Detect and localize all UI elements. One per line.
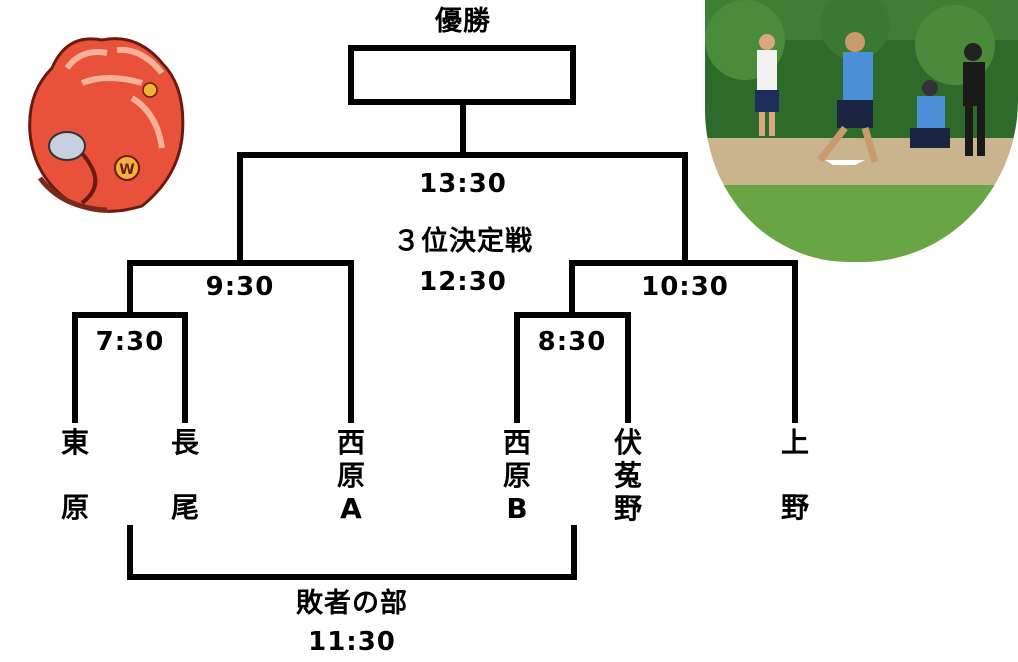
qf-right-bracket [514, 312, 631, 423]
third-place-time: 12:30 [419, 267, 507, 297]
semi-right-time: 10:30 [641, 272, 729, 302]
player-left [755, 34, 779, 136]
team-char: 上 [780, 426, 809, 459]
team-char: 西 [502, 426, 531, 459]
semi-right-bracket [569, 260, 798, 423]
svg-text:W: W [119, 162, 134, 178]
team-nagao: 長 尾 [165, 426, 205, 524]
team-char: 西 [336, 426, 365, 459]
semi-left-time: 9:30 [205, 272, 275, 302]
team-char: 長 [170, 426, 199, 459]
third-place-label: ３位決定戦 [393, 226, 533, 257]
champion-box [348, 45, 576, 105]
team-char: 原 [502, 459, 531, 492]
team-char: 尾 [170, 491, 199, 524]
glove-image: W [28, 37, 185, 213]
team-nishihara-b: 西 原 B [497, 426, 537, 525]
champion-label: 優勝 [435, 6, 491, 37]
team-char: 原 [60, 491, 89, 524]
team-ueno: 上 野 [775, 426, 815, 524]
final-time: 13:30 [419, 169, 507, 199]
team-char: 菟 [613, 459, 642, 492]
team-fushino: 伏 菟 野 [608, 426, 648, 525]
qf-left-time: 7:30 [95, 327, 165, 357]
final-bracket [237, 99, 688, 266]
team-nishihara-a: 西 原 A [331, 426, 371, 525]
umpire [963, 43, 985, 156]
team-higashihara: 東 原 [55, 426, 95, 524]
team-char: A [340, 492, 362, 525]
qf-right-time: 8:30 [537, 327, 607, 357]
team-char: 原 [336, 459, 365, 492]
losers-label: 敗者の部 [296, 588, 408, 619]
losers-time: 11:30 [308, 627, 396, 657]
team-char: 東 [60, 426, 89, 459]
qf-left-bracket [72, 312, 188, 423]
team-char: 伏 [613, 426, 642, 459]
catcher [910, 80, 950, 148]
semi-left-bracket [127, 260, 354, 423]
team-char: 野 [780, 491, 809, 524]
team-char: B [506, 492, 528, 525]
batter [817, 32, 879, 163]
losers-bracket [127, 525, 577, 580]
team-char: 野 [613, 492, 642, 525]
